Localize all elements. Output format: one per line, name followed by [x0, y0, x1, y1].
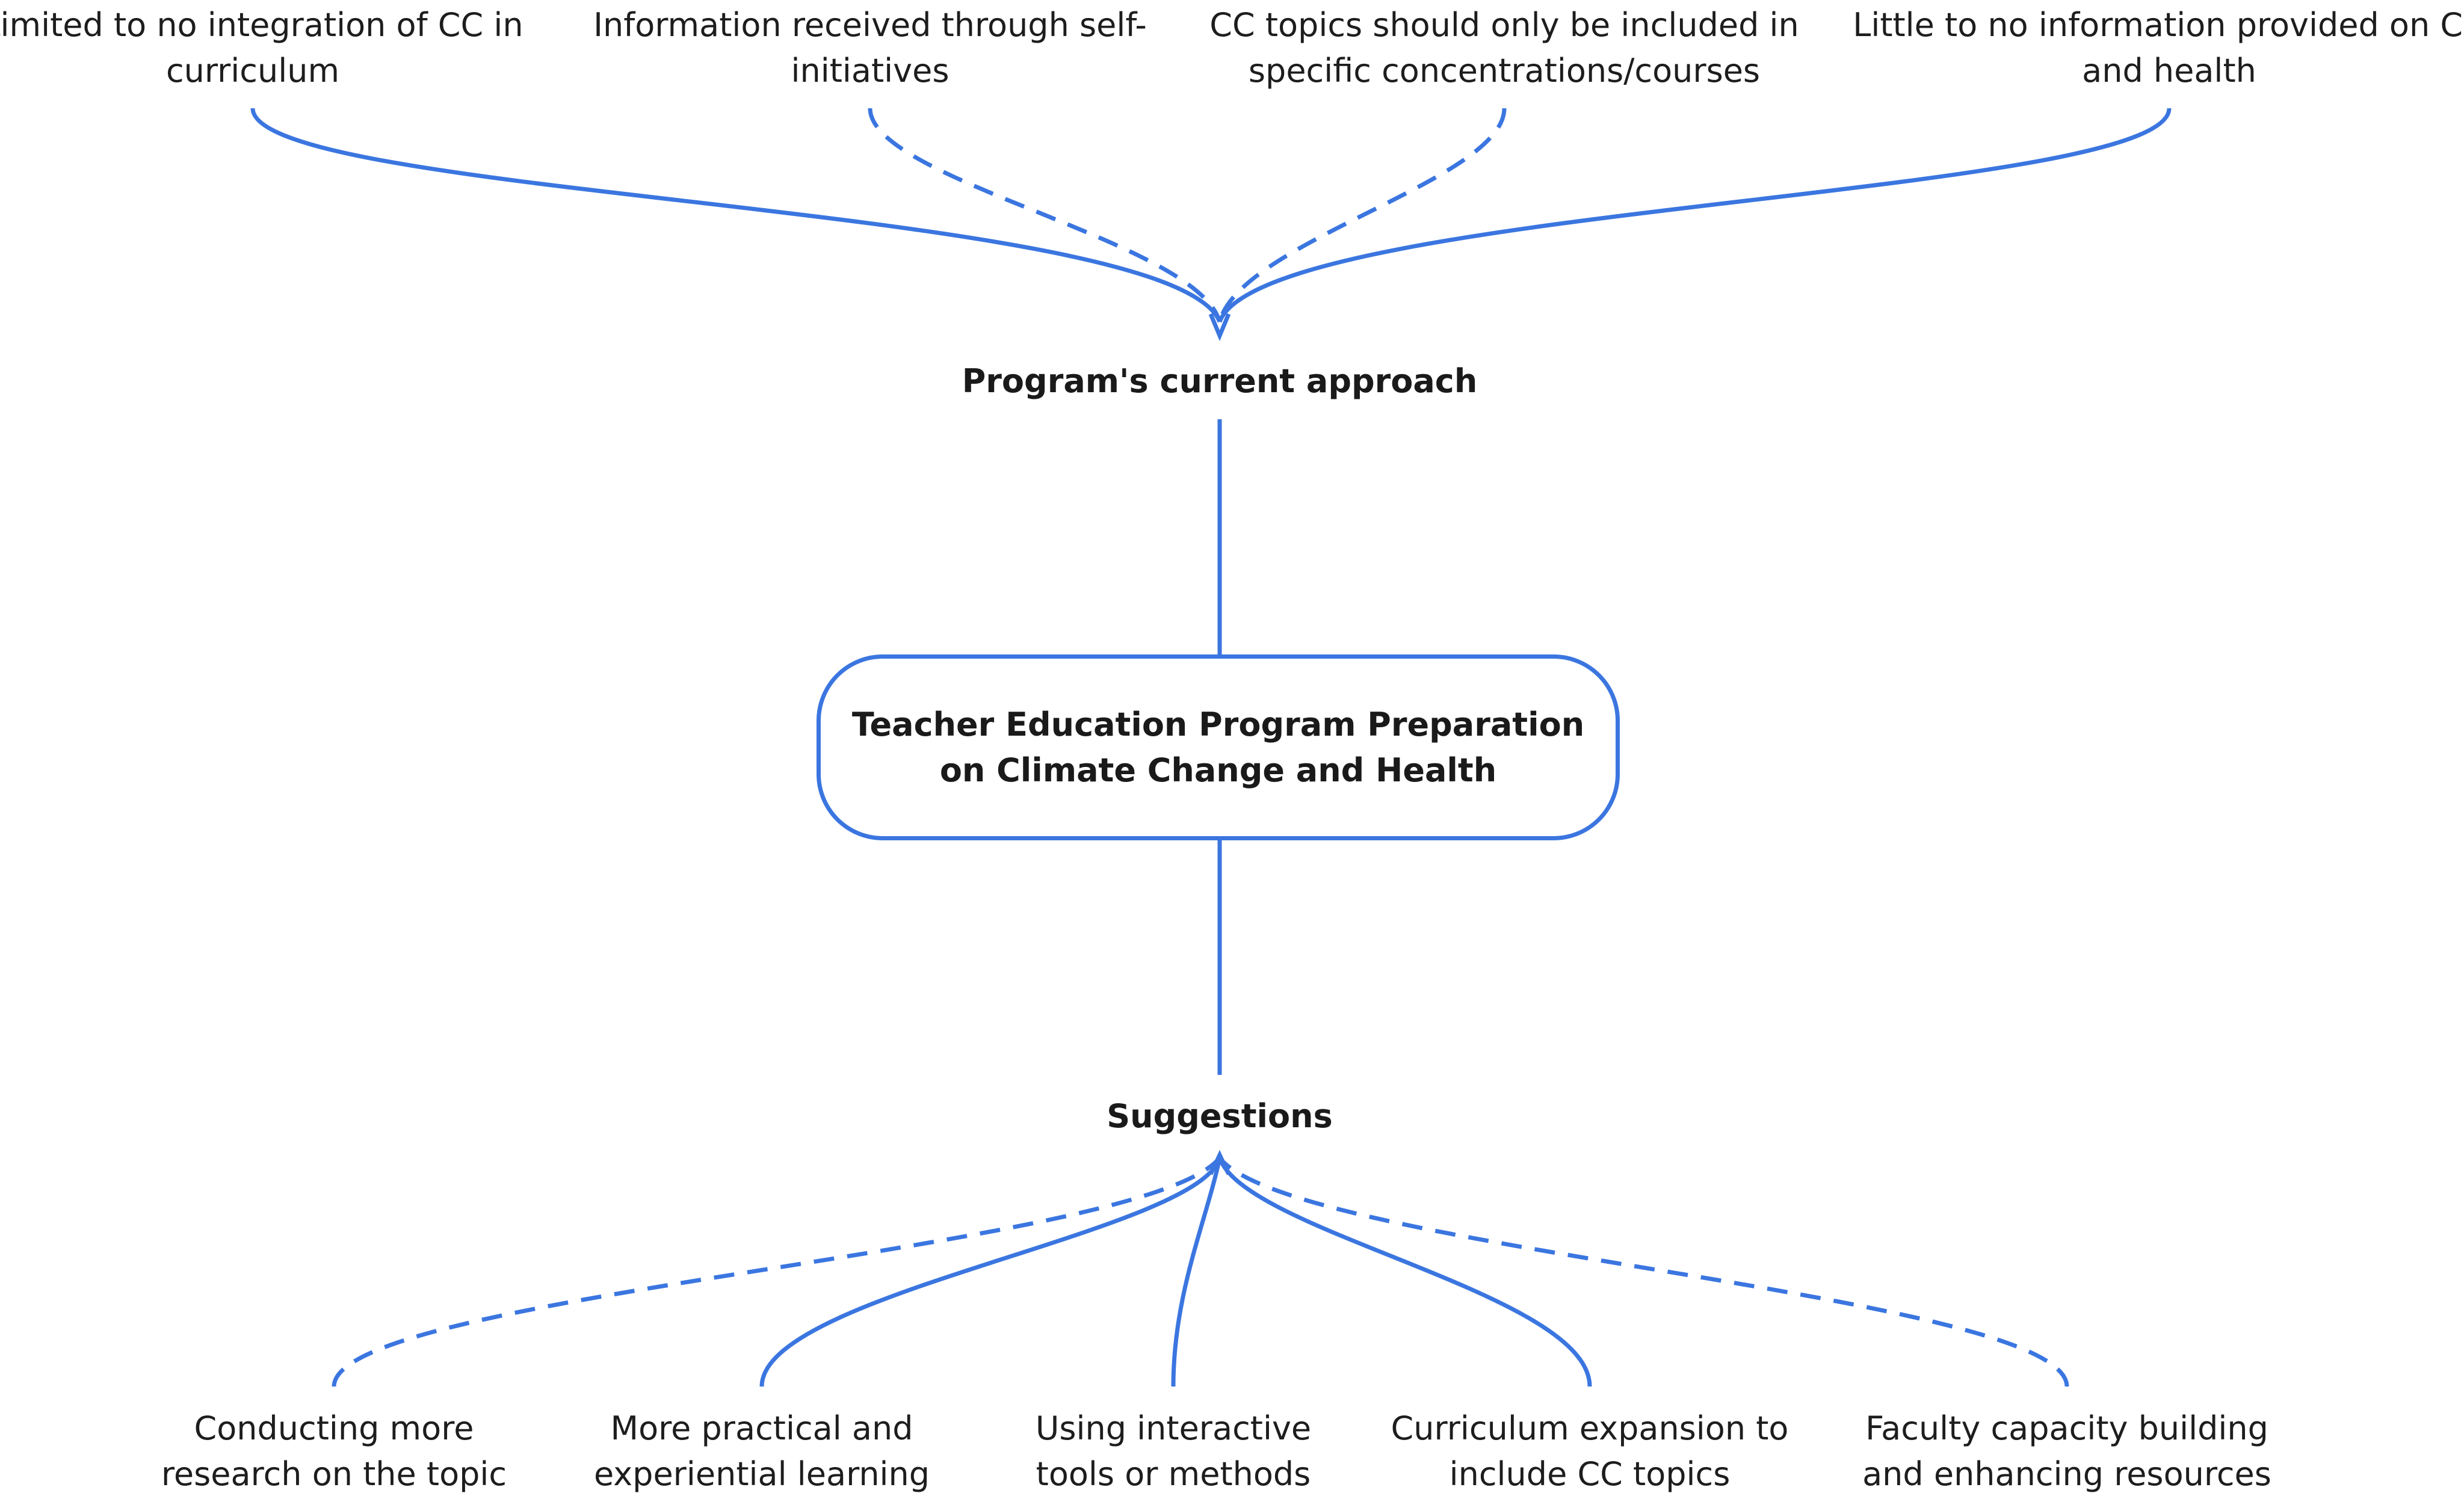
connector-approach-3: [1217, 108, 1507, 322]
connector-suggestion-2: [759, 1157, 1222, 1387]
connector-approach-4: [1217, 108, 2172, 323]
suggestion-item-1-line1: Conducting more: [194, 1409, 474, 1447]
current-approach-heading: Program's current approach: [962, 362, 1478, 400]
connector-suggestion-1: [332, 1156, 1221, 1387]
suggestion-item-4-line1: Curriculum expansion to: [1391, 1409, 1789, 1447]
connector-suggestion-3: [1171, 1157, 1222, 1387]
suggestion-item-3-line1: Using interactive: [1035, 1409, 1312, 1447]
connector-suggestion-4: [1217, 1157, 1592, 1387]
approach-item-2-line2: initiatives: [791, 52, 949, 90]
suggestion-item-3: Using interactive tools or methods: [1036, 1406, 1311, 1497]
suggestion-item-4: Curriculum expansion to include CC topic…: [1391, 1406, 1789, 1497]
suggestion-item-2-line2: experiential learning: [593, 1455, 930, 1493]
suggestion-item-5-line2: and enhancing resources: [1862, 1455, 2271, 1493]
suggestion-item-1-line2: research on the topic: [161, 1455, 507, 1493]
suggestion-item-5-line1: Faculty capacity building: [1865, 1409, 2268, 1447]
connector-approach-1: [250, 108, 1222, 323]
approach-arrowhead: [1208, 313, 1231, 342]
approach-item-3-line2: specific concentrations/courses: [1248, 52, 1761, 90]
approach-item-3: CC topics should only be included in spe…: [1209, 2, 1799, 94]
approach-item-2: Information received through self- initi…: [593, 2, 1147, 94]
approach-item-4-line2: and health: [2082, 52, 2256, 90]
connector-suggestion-5: [1218, 1156, 2069, 1387]
suggestions-heading: Suggestions: [1107, 1097, 1333, 1135]
connector-approach-2: [868, 108, 1222, 322]
approach-item-4-line1: Little to no information provided on CC: [1853, 6, 2464, 44]
approach-item-1-line2: curriculum: [165, 52, 340, 90]
approach-item-3-line1: CC topics should only be included in: [1209, 6, 1799, 44]
approach-item-1: Limited to no integration of CC in curri…: [0, 2, 523, 94]
suggestion-item-5: Faculty capacity building and enhancing …: [1862, 1406, 2271, 1497]
approach-item-2-line1: Information received through self-: [593, 6, 1147, 44]
approach-item-1-line1: Limited to no integration of CC in: [0, 6, 523, 44]
central-topic-line1: Teacher Education Program Preparation: [851, 705, 1585, 743]
suggestion-item-2-line1: More practical and: [610, 1409, 913, 1447]
suggestion-item-1: Conducting more research on the topic: [161, 1406, 507, 1497]
suggestion-item-3-line2: tools or methods: [1036, 1455, 1311, 1493]
suggestion-item-4-line2: include CC topics: [1449, 1455, 1731, 1493]
central-topic-line2: on Climate Change and Health: [939, 751, 1497, 789]
central-topic-node: Teacher Education Program Preparation on…: [817, 654, 1620, 840]
suggestion-item-2: More practical and experiential learning: [594, 1406, 930, 1497]
approach-item-4: Little to no information provided on CC …: [1853, 2, 2464, 94]
